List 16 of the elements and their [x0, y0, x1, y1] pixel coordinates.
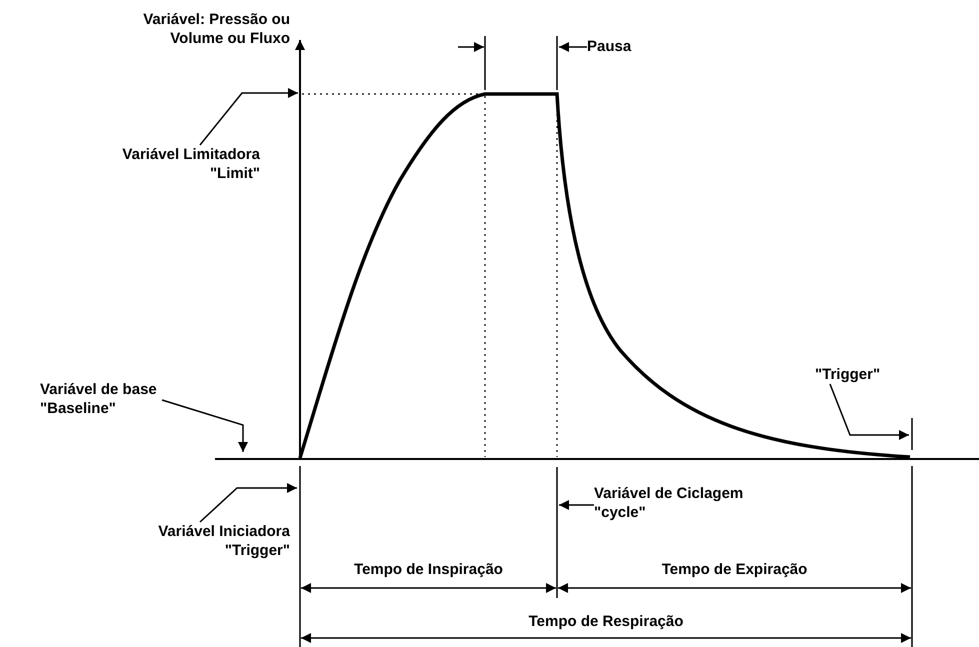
annotation-label: Variável de base "Baseline": [40, 380, 162, 418]
dimension-label: Tempo de Expiração: [660, 560, 808, 579]
annotation-label: "Trigger": [815, 365, 905, 384]
leader-line: [200, 483, 297, 523]
annotation-label: Variável de Ciclagem "cycle": [594, 484, 774, 522]
leader-line: [162, 399, 248, 452]
dimension-label: Tempo de Inspiração: [353, 560, 504, 579]
leader-line: [559, 500, 594, 510]
annotation-label: Variável Limitadora "Limit": [90, 145, 260, 183]
leader-line: [199, 88, 298, 146]
annotation-label: Pausa: [587, 37, 657, 56]
axis-label: Variável: Pressão ou Volume ou Fluxo: [142, 10, 290, 48]
annotation-label: Variável Iniciadora "Trigger": [110, 522, 290, 560]
leader-line: [829, 384, 909, 440]
dimension-label: Tempo de Respiração: [528, 612, 684, 631]
leader-line: [559, 42, 587, 52]
